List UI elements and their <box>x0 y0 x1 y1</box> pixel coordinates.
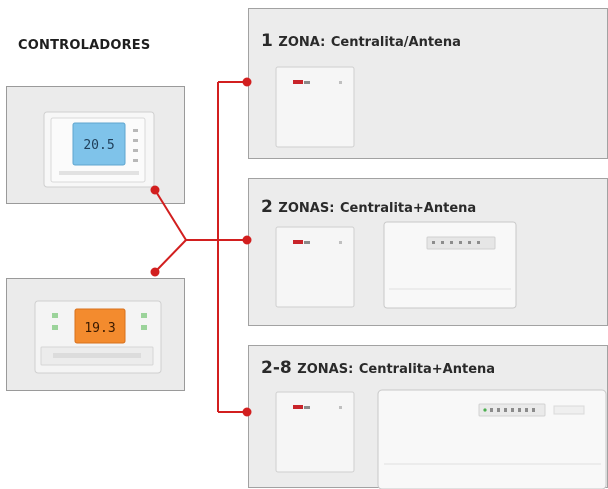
zone-3-desc: Centralita+Antena <box>358 362 496 377</box>
zone-1-devices <box>275 66 355 148</box>
controller-panel-2: 19.3 <box>6 278 185 391</box>
zone-2-desc: Centralita+Antena <box>339 201 477 216</box>
control-unit-small-icon <box>383 221 517 309</box>
controllers-heading: CONTROLADORES <box>18 38 151 53</box>
zone-3-number: 2-8 <box>261 358 292 378</box>
thermostat-blue-display-icon: 20.5 <box>43 111 155 188</box>
zone-2-number: 2 <box>261 197 273 217</box>
zone-2-node <box>242 235 252 245</box>
zone-1-node <box>242 77 252 87</box>
zone-2-title: 2 ZONAS: Centralita+Antena <box>261 197 476 217</box>
antenna-receiver-icon <box>275 66 355 148</box>
antenna-receiver-icon <box>275 391 355 473</box>
controller-1-display: 20.5 <box>83 138 114 153</box>
zone-panel-3: 2-8 ZONAS: Centralita+Antena <box>248 345 608 489</box>
zone-1-desc: Centralita/Antena <box>330 35 461 50</box>
controller-1-node <box>150 185 160 195</box>
zone-3-node <box>242 407 252 417</box>
zone-2-label: ZONAS: <box>278 201 335 216</box>
zone-3-label: ZONAS: <box>297 362 354 377</box>
zone-3-devices <box>275 389 607 489</box>
zone-2-devices <box>275 221 517 309</box>
thermostat-orange-display-icon: 19.3 <box>34 300 162 374</box>
zone-1-title: 1 ZONA: Centralita/Antena <box>261 31 461 51</box>
zone-1-label: ZONA: <box>278 35 326 50</box>
zone-3-title: 2-8 ZONAS: Centralita+Antena <box>261 358 495 378</box>
controller-panel-1: 20.5 <box>6 86 185 204</box>
controller-2-node <box>150 267 160 277</box>
controller-2-display: 19.3 <box>84 321 115 336</box>
zone-panel-1: 1 ZONA: Centralita/Antena <box>248 8 608 159</box>
antenna-receiver-icon <box>275 226 355 308</box>
zone-1-number: 1 <box>261 31 273 51</box>
zone-panel-2: 2 ZONAS: Centralita+Antena <box>248 178 608 326</box>
control-unit-large-icon <box>377 389 607 489</box>
